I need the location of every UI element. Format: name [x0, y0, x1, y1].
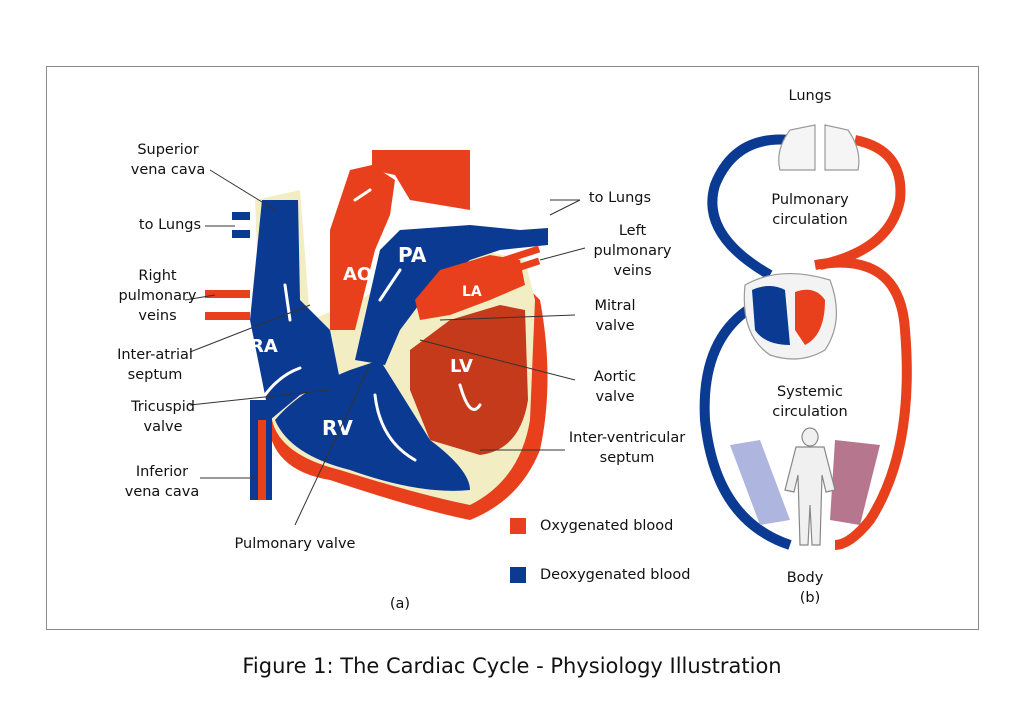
label-mitral-valve: Mitral valve — [594, 298, 636, 334]
chamber-label-rv: RV — [322, 416, 353, 440]
panel-label-a: (a) — [389, 596, 411, 612]
label-inter-ventricular-septum: Inter-ventricular septum — [568, 430, 686, 466]
label-to-lungs-left: to Lungs — [138, 217, 202, 233]
label-pulmonary-valve: Pulmonary valve — [234, 536, 356, 552]
circulation-graphic — [699, 124, 912, 550]
leader-lines — [184, 169, 586, 526]
label-right-pulmonary-veins: Right pulmonary veins — [118, 268, 197, 324]
systemic-loop-blue — [699, 295, 792, 550]
systemic-loop-red — [814, 257, 912, 550]
label-systemic-circulation: Systemic circulation — [772, 384, 848, 420]
pulmonary-loop-red — [818, 135, 906, 270]
label-superior-vena-cava: Superior vena cava — [130, 142, 206, 178]
right-atrium — [250, 200, 340, 420]
legend-swatch-deoxygenated — [510, 567, 526, 583]
label-tricuspid-valve: Tricuspid valve — [131, 399, 195, 435]
figure-caption: Figure 1: The Cardiac Cycle - Physiology… — [242, 654, 782, 678]
chamber-label-pa: PA — [398, 243, 427, 267]
label-inter-atrial-septum: Inter-atrial septum — [117, 347, 193, 383]
legend-swatch-oxygenated — [510, 518, 526, 534]
label-body: Body — [786, 570, 824, 586]
label-left-pulmonary-veins: Left pulmonary veins — [593, 223, 672, 279]
body-silhouette — [784, 427, 836, 546]
label-lungs: Lungs — [788, 88, 832, 104]
label-aortic-valve: Aortic valve — [593, 369, 637, 405]
left-atrium — [415, 255, 525, 320]
legend-label-deoxygenated: Deoxygenated blood — [540, 567, 691, 583]
chamber-labels: AO PA RA RV LA LV — [250, 243, 482, 440]
heart-graphic — [205, 150, 548, 520]
aorta-arch — [372, 150, 470, 210]
right-ventricle — [275, 360, 470, 491]
label-inferior-vena-cava: Inferior vena cava — [124, 464, 200, 500]
pulmonary-artery — [355, 225, 548, 365]
left-ventricle — [410, 305, 528, 455]
label-pulmonary-circulation: Pulmonary circulation — [771, 192, 849, 228]
chamber-label-lv: LV — [450, 356, 473, 377]
chamber-label-la: LA — [462, 284, 482, 300]
lungs-shape — [778, 124, 860, 171]
chamber-label-ra: RA — [250, 336, 278, 357]
label-to-lungs-right: to Lungs — [588, 190, 652, 206]
pulmonary-loop-blue — [707, 134, 791, 280]
legend-label-oxygenated: Oxygenated blood — [540, 518, 674, 534]
aorta — [330, 165, 395, 330]
panel-label-b: (b) — [799, 590, 821, 606]
chamber-label-ao: AO — [343, 264, 372, 285]
